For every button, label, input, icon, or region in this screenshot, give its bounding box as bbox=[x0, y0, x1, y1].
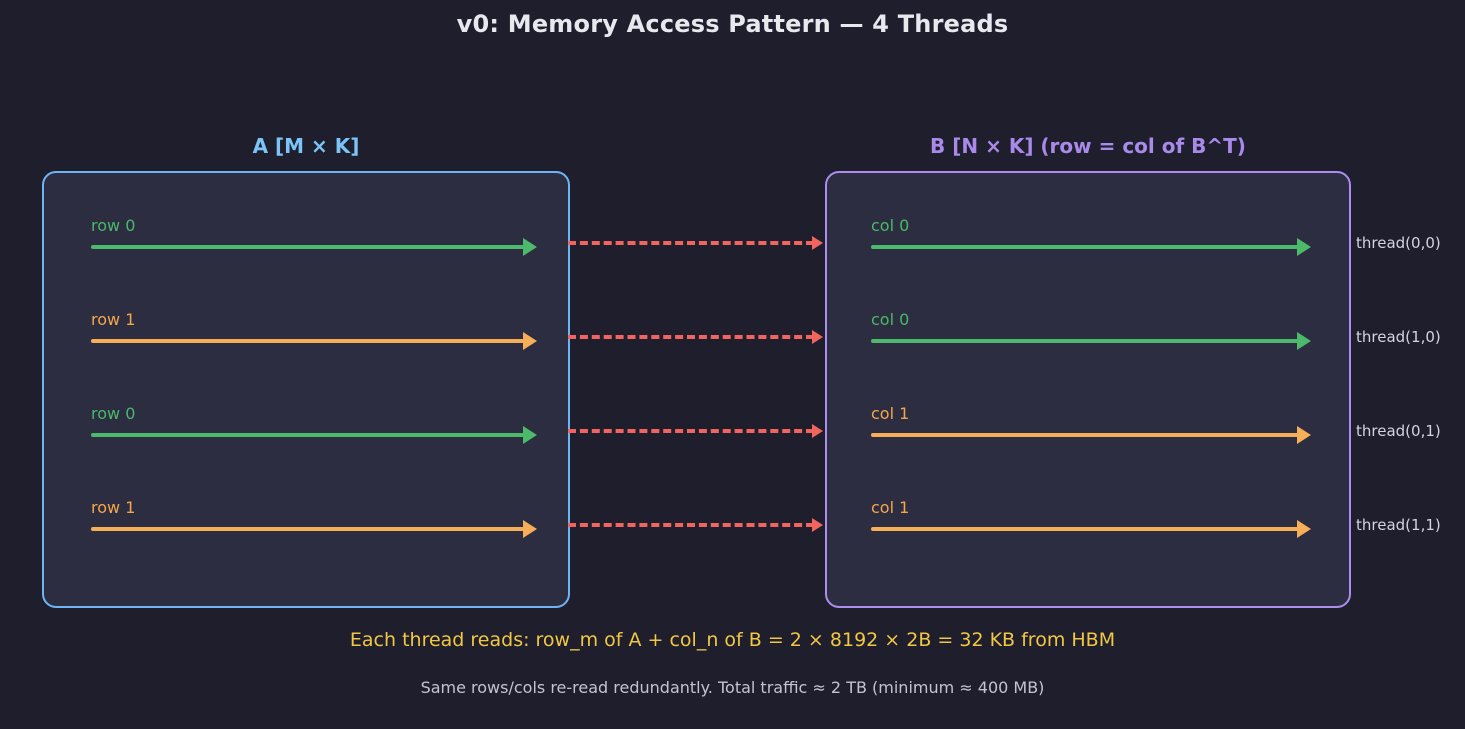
footnote-secondary: Same rows/cols re-read redundantly. Tota… bbox=[420, 678, 1045, 697]
access-arrow-head-icon bbox=[1297, 426, 1311, 444]
thread-connector bbox=[568, 518, 823, 532]
access-row: row 1 bbox=[91, 498, 539, 546]
connector-arrow-head-icon bbox=[812, 236, 823, 250]
connector-arrow-head-icon bbox=[812, 330, 823, 344]
access-arrow-head-icon bbox=[1297, 332, 1311, 350]
matrix-b-header: B [N × K] (row = col of B^T) bbox=[930, 134, 1246, 158]
access-arrow-line bbox=[91, 527, 525, 531]
access-row-label: col 1 bbox=[871, 404, 910, 423]
access-arrow-line bbox=[871, 339, 1299, 343]
access-row: row 1 bbox=[91, 310, 539, 358]
access-row: col 0 bbox=[871, 310, 1319, 358]
access-row: col 0 bbox=[871, 216, 1319, 264]
access-arrow-head-icon bbox=[523, 520, 537, 538]
matrix-a-panel: row 0 row 1 row 0 row 1 bbox=[42, 171, 570, 608]
access-arrow-head-icon bbox=[523, 426, 537, 444]
connector-dashed-line bbox=[568, 523, 814, 527]
access-arrow-head-icon bbox=[523, 332, 537, 350]
access-arrow-line bbox=[871, 527, 1299, 531]
thread-connector bbox=[568, 330, 823, 344]
access-arrow-line bbox=[871, 433, 1299, 437]
access-row-label: row 0 bbox=[91, 216, 136, 235]
access-row: row 0 bbox=[91, 404, 539, 452]
access-arrow-line bbox=[91, 245, 525, 249]
access-arrow-head-icon bbox=[1297, 520, 1311, 538]
thread-label: thread(0,0) bbox=[1356, 234, 1441, 252]
thread-label: thread(0,1) bbox=[1356, 422, 1441, 440]
access-arrow-head-icon bbox=[523, 238, 537, 256]
access-arrow-line bbox=[91, 339, 525, 343]
connector-arrow-head-icon bbox=[812, 424, 823, 438]
access-row-label: row 1 bbox=[91, 310, 136, 329]
access-arrow-line bbox=[91, 433, 525, 437]
thread-label: thread(1,0) bbox=[1356, 328, 1441, 346]
access-row: col 1 bbox=[871, 498, 1319, 546]
thread-connector bbox=[568, 236, 823, 250]
matrix-a-header: A [M × K] bbox=[252, 134, 360, 158]
access-row-label: row 0 bbox=[91, 404, 136, 423]
access-row-label: col 0 bbox=[871, 310, 910, 329]
connector-dashed-line bbox=[568, 241, 814, 245]
access-row: row 0 bbox=[91, 216, 539, 264]
access-row-label: col 1 bbox=[871, 498, 910, 517]
matrix-b-panel: col 0 col 0 col 1 col 1 bbox=[825, 171, 1351, 608]
access-arrow-line bbox=[871, 245, 1299, 249]
access-row-label: col 0 bbox=[871, 216, 910, 235]
thread-label: thread(1,1) bbox=[1356, 516, 1441, 534]
thread-connector bbox=[568, 424, 823, 438]
access-row: col 1 bbox=[871, 404, 1319, 452]
connector-dashed-line bbox=[568, 335, 814, 339]
connector-dashed-line bbox=[568, 429, 814, 433]
connector-arrow-head-icon bbox=[812, 518, 823, 532]
footnote-primary: Each thread reads: row_m of A + col_n of… bbox=[349, 629, 1116, 651]
access-arrow-head-icon bbox=[1297, 238, 1311, 256]
access-row-label: row 1 bbox=[91, 498, 136, 517]
page-title: v0: Memory Access Pattern — 4 Threads bbox=[456, 10, 1009, 38]
